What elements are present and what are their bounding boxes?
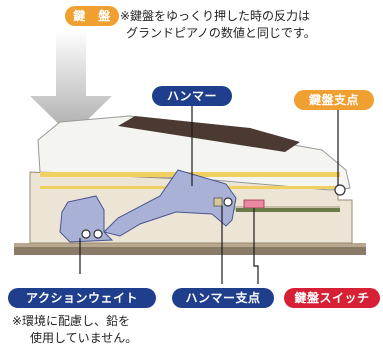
hammer-fulcrum-pivot [223, 197, 233, 207]
note-top-line2: グランドピアノの数値と同じです。 [126, 26, 316, 40]
black-key-top [118, 116, 300, 152]
key-switch-part [243, 199, 265, 209]
key-fulcrum-pivot [334, 184, 346, 196]
leader-key-switch [253, 208, 259, 284]
action-weight-pivot-2 [93, 229, 103, 239]
label-keyboard: 鍵 盤 [65, 6, 119, 26]
note-top-line1: ※鍵盤をゆっくり押した時の反力は [120, 9, 311, 23]
hammer-stopper [213, 197, 223, 207]
label-hammer-fulcrum: ハンマー支点 [172, 288, 274, 308]
label-key-fulcrum: 鍵盤支点 [294, 90, 374, 110]
note-bottom-line1: ※環境に配慮し、鉛を [12, 314, 131, 328]
label-action-weight: アクションウェイト [8, 288, 156, 308]
base-board [14, 246, 366, 255]
action-weight-pivot-1 [81, 229, 91, 239]
key-switch-board [236, 208, 340, 212]
label-hammer: ハンマー [152, 86, 232, 106]
note-bottom-line2: 使用していません。 [30, 331, 138, 345]
base-board-top [14, 243, 366, 247]
label-key-switch: 鍵盤スイッチ [284, 288, 380, 308]
down-arrow-icon [30, 30, 112, 136]
hammer-part [103, 169, 237, 237]
